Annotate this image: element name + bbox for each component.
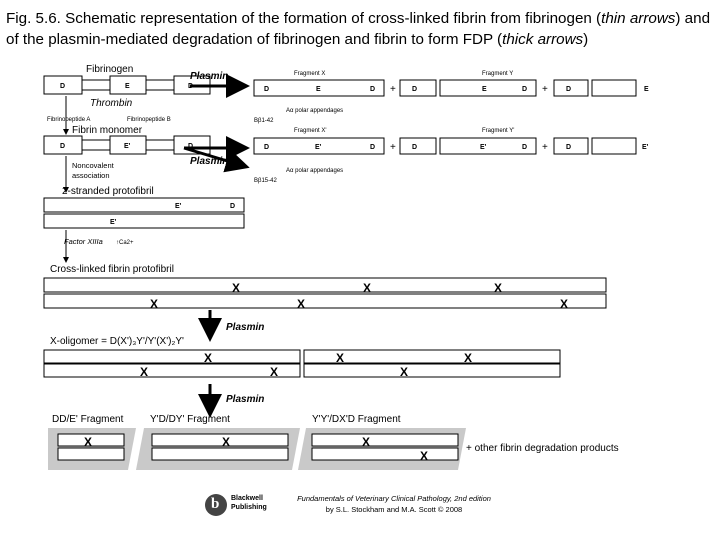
calcium-label: ↑Ca2+ [116,240,134,246]
crosslink-x: X [464,351,472,365]
x-oligomer-molecule: X X X X X X [43,349,561,379]
plus-sign: + [390,84,396,95]
fragment-y-label: Fragment Y [482,71,513,77]
plus-sign: + [542,142,548,153]
domain-d: D [522,144,527,151]
fragment-x-label: Fragment X [294,71,325,77]
domain-d: D [264,86,269,93]
crosslink-x: X [363,281,371,295]
protofibril-label: 2-stranded protofibril [62,186,154,197]
figure-caption: Fig. 5.6. Schematic representation of th… [6,8,714,50]
b-beta-label: Bβ15-42 [254,178,277,184]
publisher-logo: b Blackwell Publishing [205,491,271,519]
domain-d: D [370,144,375,151]
domain-e-prime: E' [110,219,117,226]
caption-thin: thin arrows [601,10,676,27]
footer-credit: Fundamentals of Veterinary Clinical Path… [274,493,514,515]
plus-sign: + [390,142,396,153]
other-fdp-label: + other fibrin degradation products [466,443,619,454]
domain-d: D [60,83,65,90]
caption-prefix: Fig. 5.6. Schematic representation of th… [6,10,602,27]
footer-book: Fundamentals of Veterinary Clinical Path… [297,494,491,503]
crosslink-x: X [84,435,92,449]
crosslink-x: X [222,435,230,449]
fragment-d-e-molecule: D E [553,79,649,97]
publisher-line1: Blackwell [231,495,263,502]
fibrinogen-label: Fibrinogen [86,64,133,75]
thrombin-label: Thrombin [90,98,133,109]
plasmin-label: Plasmin [190,156,228,167]
a-alpha-label: Aα polar appendages [286,108,343,114]
domain-d: D [522,86,527,93]
domain-d: D [412,144,417,151]
yyd-fragment-label: Y'Y'/DX'D Fragment [312,414,401,425]
fragment-x-prime-label: Fragment X' [294,128,327,134]
dd-fragment-label: DD/E' Fragment [52,414,124,425]
fdp-band: X X X X [48,428,466,470]
domain-e: E [644,86,649,93]
caption-suffix: ) [583,31,589,48]
caption-thick: thick arrows [502,31,584,48]
fragment-d-e-prime-molecule: D E' [553,137,649,155]
fragment-x-molecule: D E D [253,79,385,97]
a-alpha-label: Aα polar appendages [286,168,343,174]
crosslink-x: X [270,365,278,379]
fibrin-monomer-label: Fibrin monomer [72,125,143,136]
fibrinogen-molecule: D E D [43,75,211,95]
blackwell-logo-icon: b [205,494,227,516]
x-oligomer-label: X-oligomer = D(X')₃Y'/Y'(X')₂Y' [50,336,184,347]
footer-authors: by S.L. Stockham and M.A. Scott © 2008 [325,505,463,514]
fpa-label: Fibrinopeptide A [47,117,90,123]
domain-d: D [566,86,571,93]
domain-e: E [316,86,321,93]
fragment-x-prime-molecule: D E' D [253,137,385,155]
crosslink-x: X [140,365,148,379]
publisher-line2: Publishing [231,504,267,511]
association-label: association [72,171,110,180]
crosslinked-label: Cross-linked fibrin protofibril [50,264,174,275]
plus-sign: + [542,84,548,95]
domain-e: E [482,86,487,93]
crosslink-x: X [560,297,568,311]
domain-d: D [230,203,235,210]
crosslink-x: X [400,365,408,379]
plasmin-label: Plasmin [190,71,228,82]
domain-e-prime: E' [480,144,487,151]
domain-d: D [566,144,571,151]
b-beta-label: Bβ1-42 [254,118,274,124]
fpb-label: Fibrinopeptide B [127,117,171,123]
protofibril-molecule: E' D E' [43,197,245,229]
domain-d: D [412,86,417,93]
fibrin-monomer-molecule: D E' D [43,135,211,155]
factor-label: Factor XIIIa [64,237,103,246]
crosslink-x: X [150,297,158,311]
domain-d: D [370,86,375,93]
plasmin-label: Plasmin [226,394,264,405]
domain-d: D [60,143,65,150]
crosslink-x: X [362,435,370,449]
crosslink-x: X [232,281,240,295]
domain-e-prime: E' [315,144,322,151]
domain-e-prime: E' [175,203,182,210]
noncovalent-label: Noncovalent [72,161,115,170]
crosslink-x: X [336,351,344,365]
domain-e: E [125,83,130,90]
domain-e-prime: E' [124,143,131,150]
crosslink-x: X [297,297,305,311]
plasmin-label: Plasmin [226,322,264,333]
caption-middle: ) and of the plasmin-mediated degradatio… [6,10,711,48]
thick-arrow [183,146,250,173]
crosslinked-protofibril: X X X X X X [43,277,607,311]
fragment-y-prime-molecule: D E' D [399,137,537,155]
crosslink-x: X [204,351,212,365]
fragment-y-prime-label: Fragment Y' [482,128,514,134]
domain-e-prime: E' [642,144,649,151]
fragment-y-molecule: D E D [399,79,537,97]
domain-d: D [264,144,269,151]
crosslink-x: X [420,449,428,463]
ydd-fragment-label: Y'D/DY' Fragment [150,414,230,425]
crosslink-x: X [494,281,502,295]
